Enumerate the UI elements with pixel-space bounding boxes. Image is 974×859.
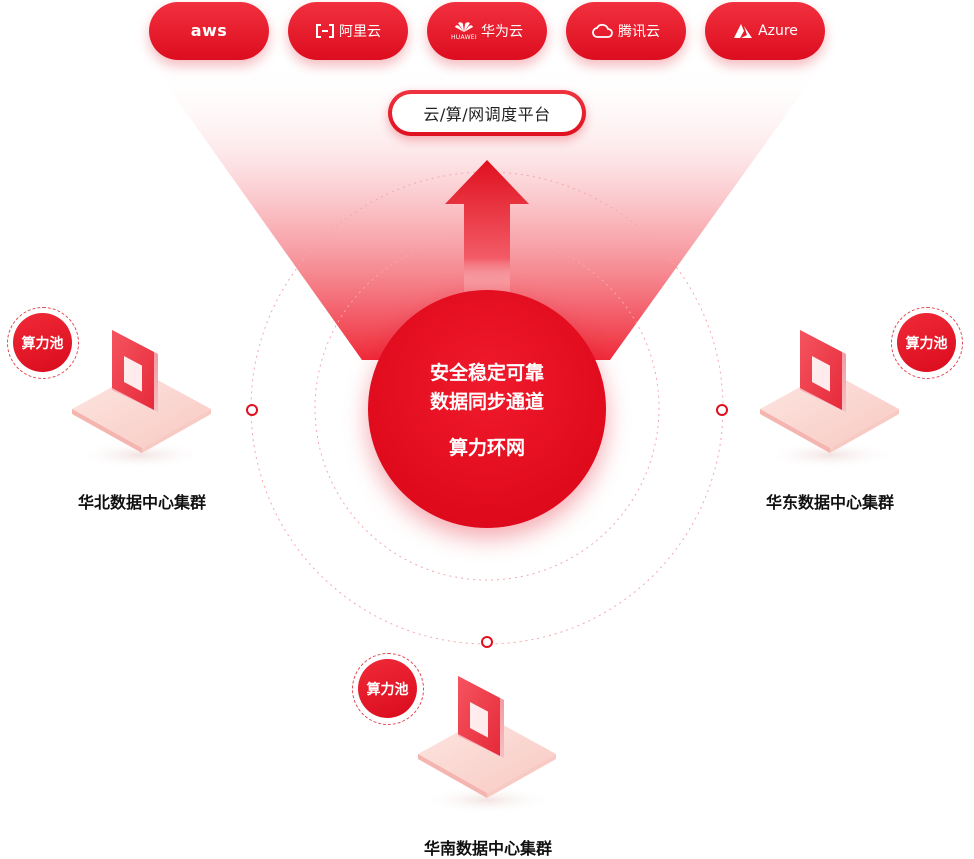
vendor-aliyun-label: 阿里云 [339, 24, 381, 40]
server-south-icon [418, 676, 556, 814]
computing-ring-core: 安全稳定可靠 数据同步通道 算力环网 [368, 290, 606, 528]
azure-a-icon [732, 23, 754, 39]
vendor-azure-button[interactable]: Azure [705, 2, 825, 60]
huawei-sub-label: HUAWEI [451, 34, 477, 41]
vendor-huawei-button[interactable]: HUAWEI 华为云 [427, 2, 547, 60]
aws-logo-icon: aws [190, 21, 228, 40]
vendor-huawei-label: 华为云 [480, 24, 523, 40]
ring-node-east [716, 404, 728, 416]
vendor-aws-button[interactable]: aws [149, 2, 269, 60]
vendor-tencent-button[interactable]: 腾讯云 [566, 2, 686, 60]
server-east-icon [760, 330, 899, 469]
server-north-icon [72, 330, 211, 469]
vendor-aliyun-button[interactable]: 阿里云 [288, 2, 408, 60]
core-line-1: 安全稳定可靠 [429, 362, 544, 384]
pool-badge-north: 算力池 [7, 307, 79, 379]
scheduling-platform: 云/算/网调度平台 [388, 90, 586, 136]
cluster-label-north: 华北数据中心集群 [77, 493, 206, 512]
aliyun-bracket-icon [315, 24, 335, 38]
tencent-cloud-icon [592, 23, 614, 39]
platform-label: 云/算/网调度平台 [392, 94, 582, 132]
pool-label-east: 算力池 [897, 313, 956, 372]
vendor-tencent-label: 腾讯云 [618, 24, 660, 40]
vendor-azure-label: Azure [758, 23, 798, 39]
core-line-2: 数据同步通道 [429, 391, 544, 413]
pool-badge-east: 算力池 [891, 307, 963, 379]
huawei-logo-icon: HUAWEI [451, 20, 477, 42]
pool-label-south: 算力池 [358, 659, 417, 718]
up-arrow-icon [445, 160, 529, 300]
cluster-label-east: 华东数据中心集群 [765, 493, 894, 512]
core-line-3: 算力环网 [448, 437, 525, 459]
cluster-label-south: 华南数据中心集群 [423, 839, 552, 858]
pool-label-north: 算力池 [13, 313, 72, 372]
ring-node-south [481, 636, 493, 648]
ring-node-west [246, 404, 258, 416]
pool-badge-south: 算力池 [352, 653, 424, 725]
